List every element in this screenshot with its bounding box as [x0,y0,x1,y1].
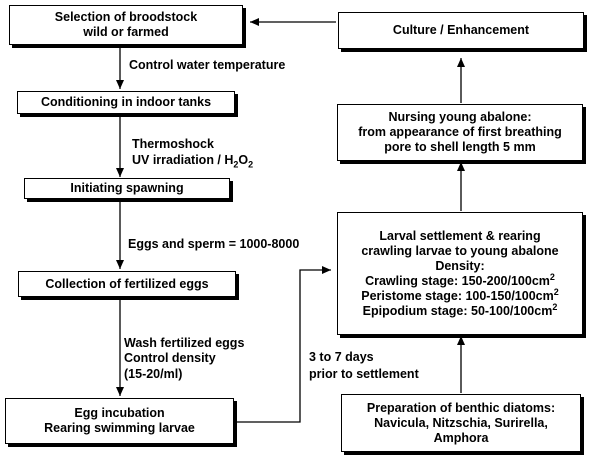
settlement-line1: Larval settlement & rearing [379,228,541,243]
collection-line1: Collection of fertilized eggs [45,276,209,291]
label-thermoshock: Thermoshock [132,137,214,151]
label-control-density: Control density [124,351,216,365]
culture-line1: Culture / Enhancement [392,23,530,37]
broodstock-line2: wild or farmed [83,25,169,39]
settlement-epipodium: Epipodium stage: 50-100/100cm2 [362,301,558,318]
box-nursing: Nursing young abalone: from appearance o… [337,104,583,161]
box-broodstock-selection: Selection of broodstock wild or farmed [9,5,243,45]
label-wash-eggs: Wash fertilized eggs [124,336,245,350]
nursing-line1: Nursing young abalone: [388,110,532,124]
broodstock-line1: Selection of broodstock [54,10,198,24]
settlement-peristome: Peristome stage: 100-150/100cm2 [361,286,559,303]
conditioning-line1: Conditioning in indoor tanks [40,95,212,109]
diatoms-line3: Amphora [433,430,489,445]
box-conditioning: Conditioning in indoor tanks [17,91,235,114]
nursing-line3: pore to shell length 5 mm [384,140,536,154]
box-spawning: Initiating spawning [24,178,230,199]
settlement-line2: crawling larvae to young abalone [361,243,559,258]
label-density-value: (15-20/ml) [124,367,183,381]
box-benthic-diatoms: Preparation of benthic diatoms: Navicula… [341,394,581,452]
box-culture-enhancement: Culture / Enhancement [338,12,584,49]
spawning-line1: Initiating spawning [70,181,184,195]
label-uv-irradiation: UV irradiation / H2O2 [132,153,254,170]
label-days: 3 to 7 days [309,350,374,364]
label-eggs-sperm: Eggs and sperm = 1000-8000 [128,237,300,251]
settlement-crawling: Crawling stage: 150-200/100cm2 [365,271,555,288]
incubation-line1: Egg incubation [74,406,165,420]
label-water-temperature: Control water temperature [129,58,286,72]
box-egg-incubation: Egg incubation Rearing swimming larvae [5,398,234,444]
box-larval-settlement: Larval settlement & rearing crawling lar… [337,212,583,335]
diatoms-line2: Navicula, Nitzschia, Surirella, [374,415,548,430]
label-prior-to-settlement: prior to settlement [309,367,419,381]
box-collection: Collection of fertilized eggs [18,271,236,297]
incubation-line2: Rearing swimming larvae [44,421,195,435]
diatoms-line1: Preparation of benthic diatoms: [366,400,556,415]
arrow-incubation-to-settlement [235,266,331,423]
settlement-line3: Density: [435,258,485,273]
nursing-line2: from appearance of first breathing [358,125,562,139]
